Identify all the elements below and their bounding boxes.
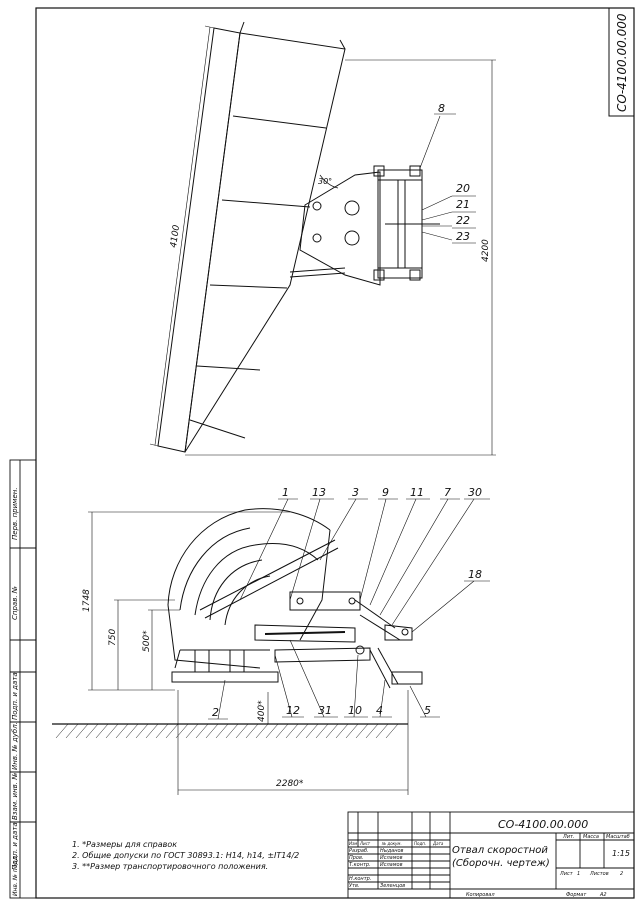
tkontr-name: Исламов bbox=[380, 862, 403, 868]
side-callouts-top: 1 13 3 9 11 7 30 18 bbox=[282, 486, 482, 581]
title-line2: (Сборочн. чертеж) bbox=[452, 857, 550, 869]
row-izm: Изм bbox=[349, 841, 357, 846]
dim-4100: 4100 bbox=[169, 224, 182, 248]
callout-11: 11 bbox=[410, 486, 424, 499]
side-label: Инв. № дубл. bbox=[11, 722, 19, 770]
side-label: Инв. № подл. bbox=[12, 855, 19, 896]
tkontr: Т.контр. bbox=[349, 862, 371, 868]
callout-21: 21 bbox=[456, 198, 470, 211]
prov: Пров. bbox=[349, 855, 364, 861]
callout-9: 9 bbox=[382, 486, 389, 499]
side-stamp-labels: Перв. примен. Справ. № Подп. и дата Инв.… bbox=[11, 487, 19, 896]
side-label: Взам. инв. № bbox=[11, 772, 19, 820]
top-callouts: 8 20 21 22 23 bbox=[438, 102, 470, 243]
notes: 1. *Размеры для справок 2. Общие допуски… bbox=[72, 840, 299, 871]
note-1: 1. *Размеры для справок bbox=[72, 840, 177, 849]
callout-12: 12 bbox=[286, 704, 300, 717]
note-3: 3. **Размер транспортировочного положени… bbox=[72, 862, 268, 871]
dim-750: 750 bbox=[108, 629, 118, 646]
dim-1748: 1748 bbox=[82, 589, 92, 612]
callout-22: 22 bbox=[456, 214, 470, 227]
label-sheet: Лист bbox=[559, 871, 574, 877]
dim-angle: 30° bbox=[318, 177, 332, 186]
callout-3: 3 bbox=[352, 486, 359, 499]
callout-20: 20 bbox=[456, 182, 470, 195]
callout-30: 30 bbox=[468, 486, 482, 499]
dim-500: 500* bbox=[142, 630, 152, 652]
label-scale: Масштаб bbox=[606, 834, 630, 840]
razrab-name: Ныданов bbox=[380, 848, 404, 854]
outer-frame bbox=[35, 7, 635, 899]
callout-18: 18 bbox=[468, 568, 482, 581]
side-label: Подп. и дата bbox=[11, 822, 19, 870]
razrab: Разраб. bbox=[349, 848, 369, 854]
sheet-no: 1 bbox=[577, 871, 580, 877]
row-podp: Подп. bbox=[414, 841, 426, 846]
row-list: Лист bbox=[359, 841, 371, 846]
dim-400: 400* bbox=[257, 700, 267, 722]
title-line1: Отвал скоростной bbox=[452, 845, 548, 856]
prov-name: Исламов bbox=[380, 855, 403, 861]
side-callouts-low: 2 12 31 10 4 5 bbox=[212, 704, 431, 719]
copied: Копировал bbox=[466, 892, 495, 898]
side-callout-leaders bbox=[208, 498, 490, 720]
side-label: Подп. и дата bbox=[11, 672, 19, 720]
dim-4200: 4200 bbox=[481, 239, 491, 262]
side-stamp bbox=[9, 459, 37, 899]
side-view bbox=[52, 508, 423, 725]
callout-10: 10 bbox=[348, 704, 362, 717]
callout-31: 31 bbox=[318, 704, 332, 717]
callout-23: 23 bbox=[456, 230, 470, 243]
note-2: 2. Общие допуски по ГОСТ 30893.1: H14, h… bbox=[72, 851, 299, 860]
callout-5: 5 bbox=[424, 704, 431, 717]
format-value: А2 bbox=[599, 892, 607, 898]
row-doc: № докум. bbox=[381, 841, 402, 846]
utv-name: Зеленцов bbox=[380, 883, 405, 889]
title-block bbox=[347, 811, 635, 899]
scale-value: 1:15 bbox=[612, 849, 630, 858]
label-mass: Масса bbox=[583, 834, 599, 840]
label-lit: Лит. bbox=[562, 834, 575, 840]
top-view bbox=[149, 21, 496, 456]
callout-7: 7 bbox=[444, 486, 451, 499]
ground-hatch bbox=[55, 723, 399, 739]
callout-2: 2 bbox=[212, 706, 219, 719]
format: Формат bbox=[566, 892, 587, 898]
title-block-text: СО-4100.00.000 Отвал скоростной (Сборочн… bbox=[349, 818, 630, 898]
nkontr: Н.контр. bbox=[349, 876, 371, 882]
utv: Утв. bbox=[349, 883, 360, 889]
sheets-no: 2 bbox=[620, 871, 623, 877]
top-code-box: СО-4100.00.000 bbox=[608, 7, 635, 117]
main-code: СО-4100.00.000 bbox=[498, 818, 588, 831]
callout-underlines bbox=[434, 113, 476, 244]
side-label: Справ. № bbox=[11, 586, 19, 620]
top-code-text: СО-4100.00.000 bbox=[615, 13, 629, 112]
label-sheets: Листов bbox=[589, 871, 609, 877]
side-label: Перв. примен. bbox=[11, 487, 19, 540]
side-dims bbox=[88, 511, 409, 795]
callout-13: 13 bbox=[312, 486, 326, 499]
callout-4: 4 bbox=[376, 704, 383, 717]
dim-2280: 2280* bbox=[276, 779, 304, 789]
callout-8: 8 bbox=[438, 102, 445, 115]
row-date: Дата bbox=[432, 841, 444, 846]
callout-1: 1 bbox=[282, 486, 289, 499]
